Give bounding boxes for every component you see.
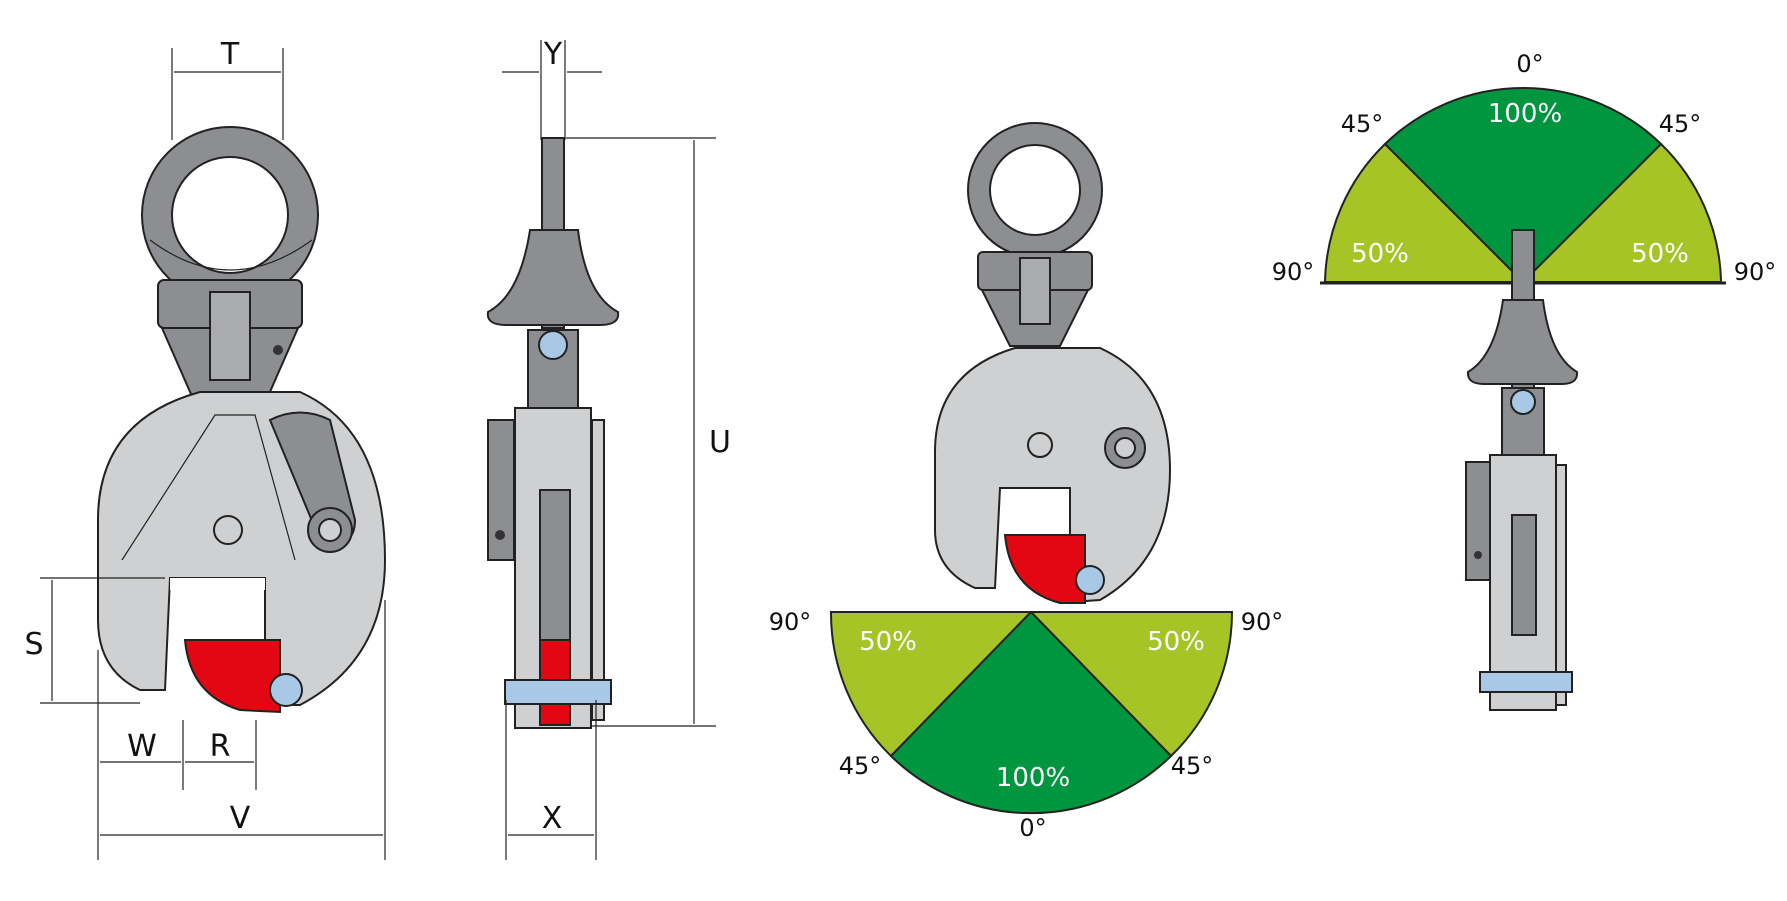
lower-zone-right-half (831, 611, 1234, 758)
lower-angle-left-45: 45° (839, 752, 882, 780)
lower-angle-right-45: 45° (1171, 752, 1214, 780)
dim-label-S: S (24, 627, 43, 662)
upper-capacity-right: 50% (1631, 239, 1689, 269)
lower-angle-0: 0° (1019, 814, 1046, 842)
cam-segment (183, 639, 281, 714)
dim-label-R: R (210, 729, 231, 764)
front-view-clamp (97, 126, 387, 714)
side-view-clamp-small (1465, 229, 1579, 711)
lower-capacity-left: 50% (859, 627, 917, 657)
side-view-dimensions: Y U X (502, 37, 731, 860)
upper-angle-0: 0° (1516, 50, 1543, 78)
dim-label-X: X (542, 801, 563, 836)
dim-label-W: W (127, 729, 157, 764)
dim-label-Y: Y (543, 37, 563, 72)
front-view-dimensions: T S W R V (24, 37, 386, 860)
dim-label-V: V (230, 801, 251, 836)
upper-capacity-center: 100% (1488, 99, 1562, 129)
pivot-pin (213, 515, 243, 545)
lower-load-zone-chart: 50% 50% 100% 90° 90° 45° 45° 0° (769, 608, 1284, 842)
dim-label-U: U (709, 425, 731, 460)
front-view-clamp-small (934, 122, 1172, 604)
dim-label-T: T (220, 37, 240, 72)
upper-angle-left-90: 90° (1272, 258, 1315, 286)
upper-zone-full (1383, 87, 1663, 284)
lower-capacity-right: 50% (1147, 627, 1205, 657)
cam-pin (269, 673, 303, 707)
upper-capacity-left: 50% (1351, 239, 1409, 269)
upper-angle-right-45: 45° (1659, 110, 1702, 138)
side-spring (539, 489, 571, 641)
lower-angle-right-90: 90° (1241, 608, 1284, 636)
lower-capacity-center: 100% (996, 763, 1070, 793)
side-view-clamp (486, 137, 620, 729)
lower-zone-full (889, 610, 1173, 815)
upper-load-zone-chart: 100% 50% 50% 0° 45° 45° 90° 90° (1272, 50, 1777, 286)
lower-angle-left-90: 90° (769, 608, 812, 636)
upper-angle-right-90: 90° (1734, 258, 1777, 286)
side-flare (486, 229, 620, 326)
upper-angle-left-45: 45° (1341, 110, 1384, 138)
